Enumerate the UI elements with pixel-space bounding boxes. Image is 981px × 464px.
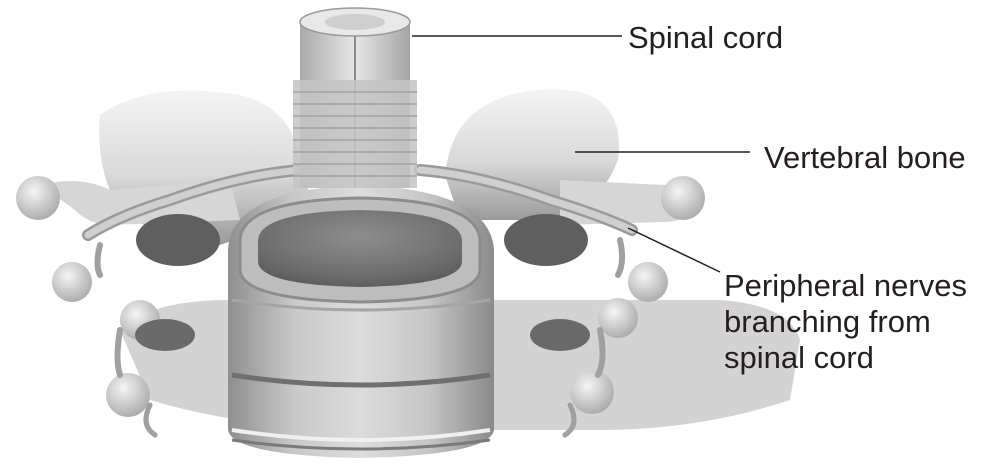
spinal-cord [293, 8, 417, 188]
label-vertebral-bone: Vertebral bone [764, 140, 966, 176]
label-peripheral-nerves-line-1: Peripheral nerves [724, 268, 967, 304]
label-peripheral-nerves: Peripheral nerves branching from spinal … [724, 268, 967, 376]
label-peripheral-nerves-line-2: branching from [724, 304, 967, 340]
label-spinal-cord: Spinal cord [628, 20, 783, 56]
label-peripheral-nerves-line-3: spinal cord [724, 340, 967, 376]
vertebral-canal [240, 198, 480, 302]
